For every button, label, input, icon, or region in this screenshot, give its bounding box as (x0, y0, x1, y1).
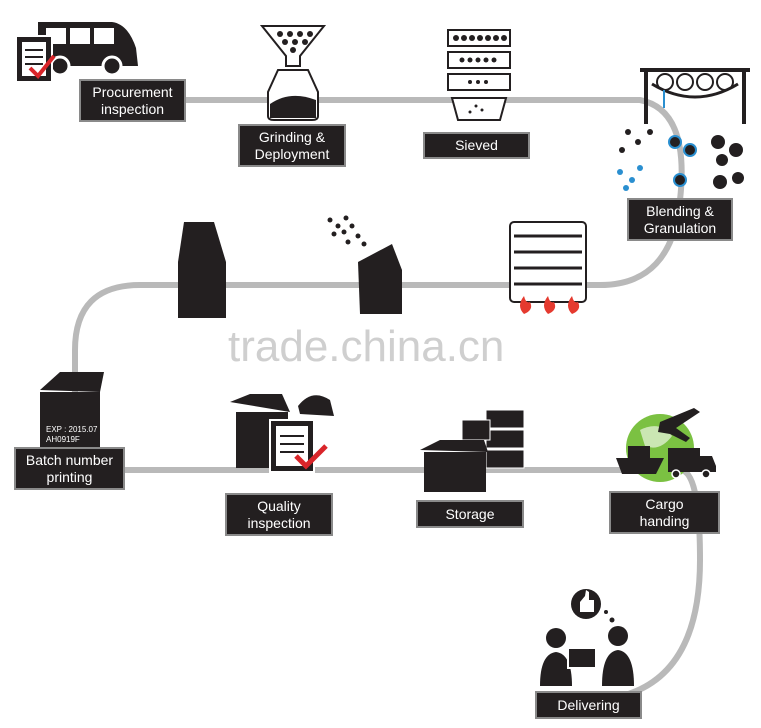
flame-icon (520, 296, 580, 314)
step-label-cargo: Cargo handing (609, 491, 720, 534)
step-label-procurement: Procurement inspection (79, 79, 186, 122)
box-code-text: AH0919F (46, 435, 80, 444)
box-exp-text: EXP : 2015.07 (46, 425, 98, 434)
sieve-stack-icon (447, 29, 511, 121)
flow-path (72, 97, 704, 703)
truck-icon (38, 22, 138, 77)
thumbs-up-icon (571, 589, 615, 623)
granules-icon (617, 129, 744, 191)
hopper-icon (259, 25, 327, 121)
clipboard-check-icon (15, 35, 56, 83)
step-label-delivering: Delivering (535, 691, 642, 719)
boxes-stack-icon (420, 409, 525, 492)
pouch-pour-icon (327, 215, 402, 314)
pouch-icon (178, 222, 226, 318)
step-label-grinding: Grinding & Deployment (238, 124, 346, 167)
ship-icon (616, 446, 664, 474)
airplane-icon (658, 408, 700, 442)
step-label-storage: Storage (416, 500, 524, 528)
step-label-blending: Blending & Granulation (627, 198, 733, 241)
watermark-text: trade.china.cn (228, 322, 505, 371)
step-label-batch: Batch number printing (14, 447, 125, 490)
drying-oven-icon (509, 221, 587, 314)
clipboard-check-icon (269, 419, 328, 473)
stamp-box-icon: EXP : 2015.07 AH0919F (40, 372, 104, 448)
mixer-icon (640, 68, 750, 124)
delivery-truck-icon (668, 448, 716, 479)
people-icon (540, 626, 634, 686)
step-label-sieved: Sieved (423, 132, 530, 159)
step-label-quality: Quality inspection (225, 493, 333, 536)
